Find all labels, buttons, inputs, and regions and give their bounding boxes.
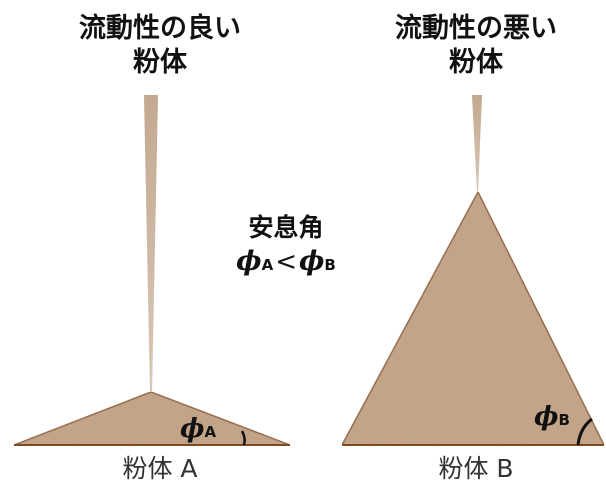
angle-arc-a: [240, 430, 246, 446]
angle-a-symbol: ϕ: [180, 414, 205, 444]
powder-stream-a: [144, 95, 158, 392]
angle-arc-b: [576, 417, 593, 446]
phi-symbol-b: ϕ: [298, 246, 325, 277]
powder-pile-a: [13, 391, 291, 446]
title-good-flow-line2: 粉体: [133, 47, 187, 78]
title-poor-flow-line2: 粉体: [449, 47, 503, 78]
phi-subscript-b: B: [324, 256, 336, 274]
title-poor-flow-line1: 流動性の悪い: [395, 13, 557, 44]
angle-relation: ϕA<ϕB: [216, 244, 356, 283]
title-poor-flow: 流動性の悪い 粉体: [346, 12, 606, 80]
angle-label-a: ϕA: [180, 414, 216, 444]
angle-of-repose-comparison: 安息角 ϕA<ϕB: [216, 212, 356, 283]
less-than-sign: <: [275, 247, 297, 277]
angle-of-repose-heading: 安息角: [248, 213, 324, 242]
title-good-flow-line1: 流動性の良い: [79, 13, 241, 44]
powder-stream-b: [472, 95, 482, 192]
phi-subscript-a: A: [261, 256, 274, 274]
angle-a-subscript: A: [204, 423, 217, 441]
angle-b-symbol: ϕ: [534, 402, 559, 432]
angle-label-b: ϕB: [534, 402, 570, 432]
phi-symbol-a: ϕ: [236, 246, 262, 277]
caption-powder-b: 粉体 B: [438, 454, 514, 483]
caption-powder-a: 粉体 A: [122, 454, 198, 483]
angle-b-subscript: B: [558, 411, 570, 429]
title-good-flow: 流動性の良い 粉体: [30, 12, 290, 80]
